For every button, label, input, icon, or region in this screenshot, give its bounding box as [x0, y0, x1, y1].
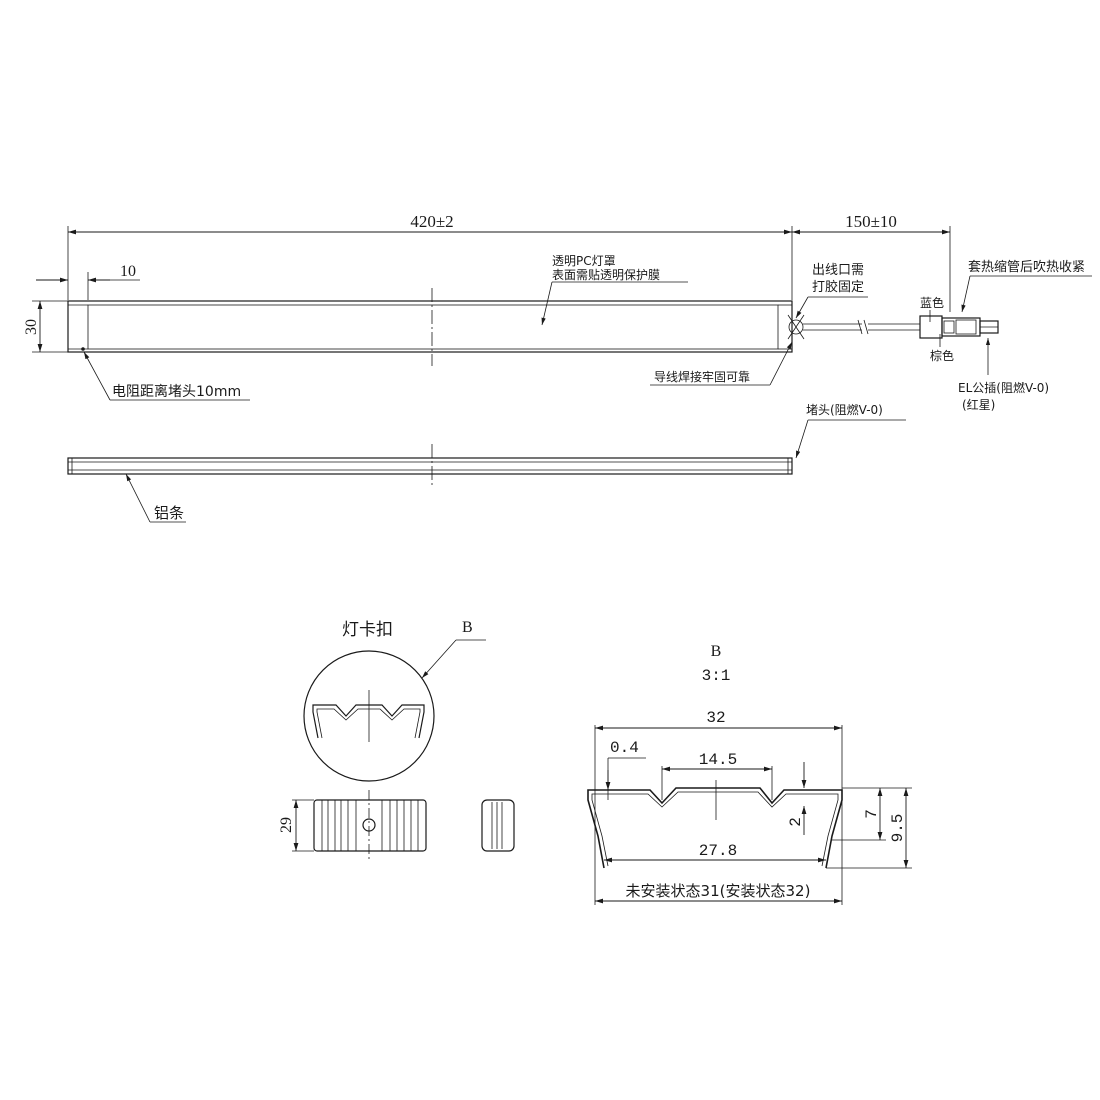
dim-thickness-label: 0.4: [610, 739, 639, 757]
clip-profile-inner: [591, 791, 839, 867]
aluminum-note: 铝条: [125, 473, 186, 523]
dim-heights-right: 7 9.5: [826, 787, 912, 869]
detail-circle: [303, 650, 435, 782]
el-plug-line2: (红星): [962, 397, 995, 412]
dim-cable-label: 150±10: [845, 212, 897, 231]
resistor-label: 电阻距离堵头10mm: [112, 383, 241, 400]
outlet-line1: 出线口需: [812, 263, 864, 278]
brown-wire-label: 棕色: [930, 348, 954, 363]
dim-notch-label: 2: [787, 817, 805, 827]
dim-inner-width-label: 27.8: [699, 842, 737, 860]
clip-front-view: 29: [278, 790, 427, 862]
dim-groove: 14.5: [661, 751, 773, 800]
dim-height-9-5-label: 9.5: [889, 814, 907, 843]
dim-groove-label: 14.5: [699, 751, 737, 769]
dim-detail-width: 32: [594, 709, 843, 905]
detail-ref-label: B: [462, 619, 473, 636]
dim-length-label: 420±2: [410, 212, 453, 231]
dim-cable: 150±10: [792, 212, 951, 312]
dim-length: 420±2: [67, 212, 793, 300]
dim-thickness: 0.4: [605, 739, 646, 800]
clip-profile-small: [312, 704, 425, 739]
aluminum-strip-body: [67, 457, 793, 475]
end-cap-note: 堵头(阻燃V-0): [795, 402, 906, 459]
dim-height: 30: [23, 300, 68, 353]
el-plug-note: EL公插(阻燃V-0) (红星): [958, 338, 1049, 412]
dim-notch: 2: [787, 762, 807, 835]
outlet-line2: 打胶固定: [812, 279, 864, 295]
dim-height-label: 30: [23, 319, 40, 335]
cable-assembly: [787, 314, 999, 340]
pc-cover-line1: 透明PC灯罩: [552, 254, 616, 268]
dim-detail-width-label: 32: [706, 709, 725, 727]
clip-side-view: [481, 799, 515, 852]
heat-shrink-sleeve: [919, 315, 943, 339]
aluminum-label: 铝条: [154, 504, 184, 522]
clip-height-label: 29: [278, 817, 295, 833]
heat-shrink-label: 套热缩管后吹热收紧: [968, 259, 1085, 275]
dim-inner-width: 27.8: [604, 842, 826, 863]
dim-height-7-label: 7: [863, 809, 881, 819]
el-plug-line1: EL公插(阻燃V-0): [958, 380, 1049, 395]
resistor-note: 电阻距离堵头10mm: [83, 351, 250, 401]
pc-cover-outline: [87, 304, 779, 350]
dim-end-offset-label: 10: [120, 263, 136, 280]
clip-title: 灯卡扣: [342, 620, 393, 640]
light-bar-top-view: [67, 288, 793, 366]
dim-end-offset: 10: [36, 263, 140, 300]
outlet-note: 出线口需 打胶固定: [795, 263, 868, 319]
clip-side-body: [481, 799, 515, 852]
dim-install-state: 未安装状态31(安装状态32): [595, 882, 842, 904]
install-state-label: 未安装状态31(安装状态32): [626, 882, 811, 900]
resistor-marker: [81, 347, 85, 351]
detail-title: B: [711, 643, 722, 660]
clip-detail-circle: [303, 639, 486, 782]
end-cap-label: 堵头(阻燃V-0): [806, 402, 883, 417]
weld-note: 导线焊接牢固可靠: [650, 341, 793, 386]
pc-cover-line2: 表面需贴透明保护膜: [552, 268, 660, 282]
light-bar-body: [67, 300, 793, 353]
cable-grommet: [788, 319, 804, 335]
detail-scale: 3:1: [702, 667, 731, 685]
weld-label: 导线焊接牢固可靠: [654, 369, 750, 384]
heat-shrink-note: 套热缩管后吹热收紧: [961, 259, 1092, 313]
blue-wire-label: 蓝色: [920, 296, 944, 310]
clip-front-body: [313, 799, 427, 852]
aluminum-strip-side-view: [67, 444, 793, 486]
pc-cover-note: 透明PC灯罩 表面需贴透明保护膜: [541, 254, 688, 326]
